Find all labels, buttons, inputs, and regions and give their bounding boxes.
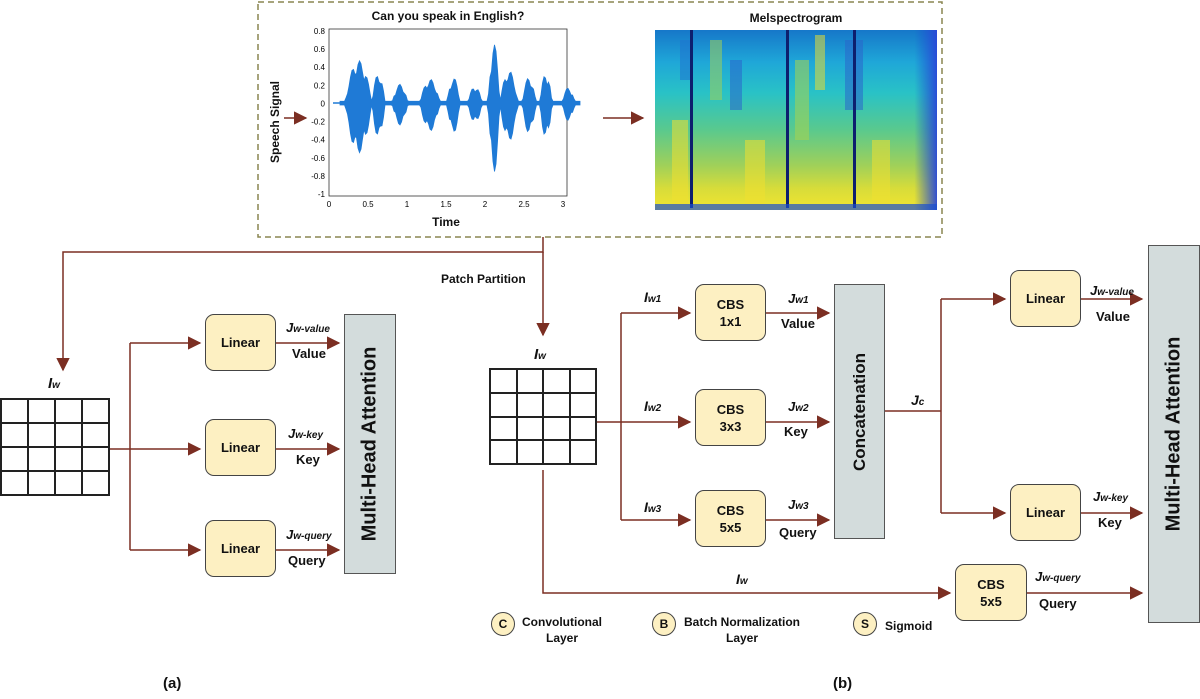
b-linear-value-block: Linear: [1010, 270, 1081, 327]
legend-c-text: Convolutional Layer: [522, 615, 602, 645]
b-query-out-label: Query: [1039, 596, 1077, 611]
melspectrogram-image: [655, 30, 937, 210]
waveform-xtick: 0.5: [362, 200, 374, 209]
b-cbs-1x1-name: CBS: [716, 296, 745, 312]
a-value-label: Value: [292, 346, 326, 361]
b-iw-bottom-label: Iw: [736, 571, 748, 587]
b-cbs-1x1-size: 1x1: [719, 313, 742, 329]
b-linear-key-block: Linear: [1010, 484, 1081, 541]
b-cbs-5x5-block: CBS 5x5: [695, 490, 766, 547]
a-caption: (a): [163, 675, 182, 692]
b-caption: (b): [833, 675, 853, 692]
a-j-query-label: Jw-query: [286, 527, 332, 542]
a-multi-head-attention: Multi-Head Attention: [344, 314, 396, 574]
a-j-key-label: Jw-key: [288, 426, 324, 441]
a-linear-key-block: Linear: [205, 419, 276, 476]
b-linear-value-label: Linear: [1025, 291, 1065, 306]
waveform-xtick: 1.5: [440, 200, 452, 209]
input-panel-border: [257, 1, 943, 238]
waveform-ytick: 0: [321, 99, 326, 108]
b-cbs-query-size: 5x5: [980, 593, 1002, 609]
b-key-out-label: Key: [1098, 515, 1122, 530]
b-cbs-5x5-name: CBS: [716, 502, 745, 518]
waveform-ytick: -0.8: [311, 172, 325, 181]
a-key-label: Key: [296, 452, 320, 467]
a-query-label: Query: [288, 553, 326, 568]
b-jw3-label: Jw3: [788, 497, 809, 512]
b-cbs-query-name: CBS: [977, 576, 1005, 592]
a-linear-key-label: Linear: [220, 440, 260, 455]
b-cbs-5x5-size: 5x5: [719, 519, 742, 535]
a-linear-query-block: Linear: [205, 520, 276, 577]
b-cbs-1x1-block: CBS 1x1: [695, 284, 766, 341]
a-attention-label: Multi-Head Attention: [358, 346, 381, 542]
waveform-xtick: 3: [561, 200, 566, 209]
legend-b-badge: B: [652, 612, 676, 636]
a-linear-query-label: Linear: [220, 541, 260, 556]
b-j-key-label: Jw-key: [1093, 489, 1129, 504]
b-multi-head-attention: Multi-Head Attention: [1148, 245, 1200, 623]
b-key-label: Key: [784, 424, 808, 439]
legend-s-text: Sigmoid: [885, 619, 933, 633]
waveform-xtick: 1: [405, 200, 410, 209]
legend-b-text: Batch Normalization Layer: [684, 615, 801, 645]
waveform-ytick: -0.4: [311, 136, 325, 145]
waveform-ytick: -0.6: [311, 154, 325, 163]
waveform-ytick: -1: [318, 190, 326, 199]
b-patch-grid: [489, 368, 597, 465]
legend-c-badge: C: [491, 612, 515, 636]
waveform-xtick: 2: [483, 200, 488, 209]
b-cbs-3x3-name: CBS: [716, 401, 745, 417]
grid-to-cbs-query: [542, 470, 952, 600]
waveform-plot: 0.8 0.6 0.4 0.2 0 -0.2 -0.4 -0.6 -0.8 -1 0 0.5 1 1.5…: [311, 27, 581, 209]
b-iw3-label: Iw3: [644, 499, 662, 515]
waveform-ytick: 0.8: [314, 27, 326, 36]
a-j-value-label: Jw-value: [286, 320, 330, 335]
a-input-label: Iw: [48, 375, 60, 392]
b-iw1-label: Iw1: [644, 289, 662, 305]
patch-partition-label: Patch Partition: [441, 272, 526, 286]
b-value-out-label: Value: [1096, 309, 1130, 324]
spectrogram-title: Melspectrogram: [749, 11, 843, 25]
b-j-value-label: Jw-value: [1090, 283, 1134, 298]
panel-to-a-connector: [56, 237, 544, 372]
waveform-ytick: 0.4: [314, 63, 326, 72]
waveform-xlabel: Time: [432, 215, 460, 229]
waveform-trace: [339, 44, 581, 172]
b-jc-label: Jc: [911, 392, 925, 408]
b-jw1-label: Jw1: [788, 291, 809, 306]
b-cbs-3x3-block: CBS 3x3: [695, 389, 766, 446]
waveform-ylabel: Speech Signal: [268, 80, 282, 164]
b-query-label: Query: [779, 525, 817, 540]
waveform-xtick: 2.5: [518, 200, 530, 209]
b-cbs-3x3-size: 3x3: [719, 418, 742, 434]
b-input-label: Iw: [534, 346, 546, 363]
legend-s-badge: S: [853, 612, 877, 636]
b-cbs-query-block: CBS 5x5: [955, 564, 1027, 621]
b-value-label: Value: [781, 316, 815, 331]
a-patch-grid: [0, 398, 110, 496]
waveform-ytick: 0.6: [314, 45, 326, 54]
b-linear-key-label: Linear: [1025, 505, 1065, 520]
b-j-query-label: Jw-query: [1035, 569, 1081, 584]
b-attention-label: Multi-Head Attention: [1162, 336, 1185, 532]
waveform-ytick: -0.2: [311, 118, 325, 127]
waveform-ytick: 0.2: [314, 81, 326, 90]
waveform-xtick: 0: [327, 200, 332, 209]
a-linear-value-block: Linear: [205, 314, 276, 371]
b-iw2-label: Iw2: [644, 398, 662, 414]
b-jw2-label: Jw2: [788, 399, 809, 414]
concatenation-label: Concatenation: [849, 352, 869, 471]
concatenation-block: Concatenation: [834, 284, 885, 539]
waveform-title: Can you speak in English?: [371, 9, 525, 23]
a-linear-value-label: Linear: [220, 335, 260, 350]
